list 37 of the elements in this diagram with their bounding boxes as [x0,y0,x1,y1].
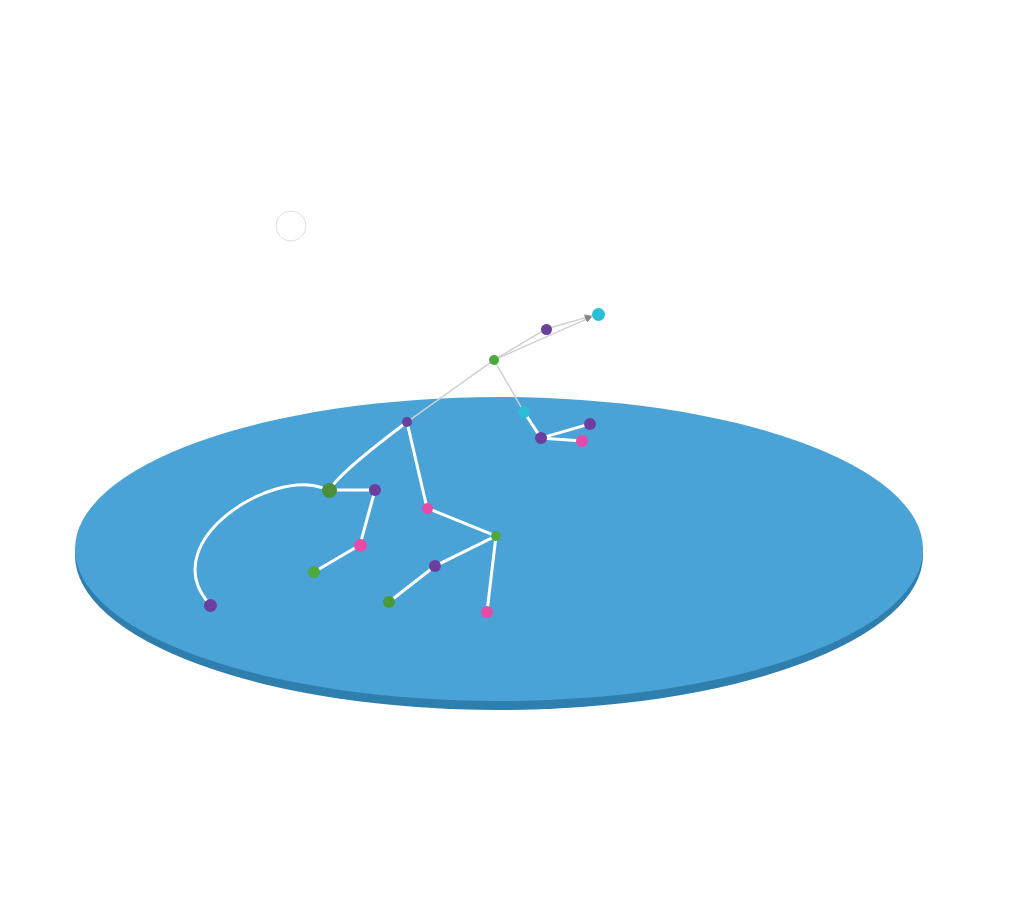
graph-node-dot [428,559,442,573]
connector-line [193,483,324,602]
connector-line [406,425,428,505]
graph-node-dot [517,405,531,419]
graph-node-dot [320,481,338,499]
graph-node-dot [480,605,494,619]
arrow [550,314,593,329]
connector-line [545,436,578,443]
graph-node-dot [420,501,434,515]
graph-node-dot [352,537,368,553]
connector-line [495,363,522,408]
graph-node-dot [382,595,396,609]
connector-line [497,331,542,359]
graph-node-dot [490,530,502,542]
connector-line [332,423,405,486]
connector-line [486,539,497,608]
connector-line [335,488,371,492]
graph-node-dot [488,354,500,366]
connector-line [317,546,356,571]
empty-circle [275,210,307,242]
connector-line [392,568,432,600]
connector-line [410,362,491,420]
graph-node-dot [539,322,553,336]
connector-line [360,494,375,541]
graph-node-dot [583,417,597,431]
graph-node-dot [202,597,218,613]
graph-node-dot [401,416,413,428]
connector-line [525,415,540,435]
arrow [497,315,593,359]
connector-line [430,508,493,536]
graph-node-dot [575,434,589,448]
graph-node-dot [307,565,321,579]
connector-line [438,536,493,565]
graph-node-dot [590,306,606,322]
connector-line [545,424,586,438]
graph-node-dot [534,431,548,445]
graph-node-dot [368,483,382,497]
